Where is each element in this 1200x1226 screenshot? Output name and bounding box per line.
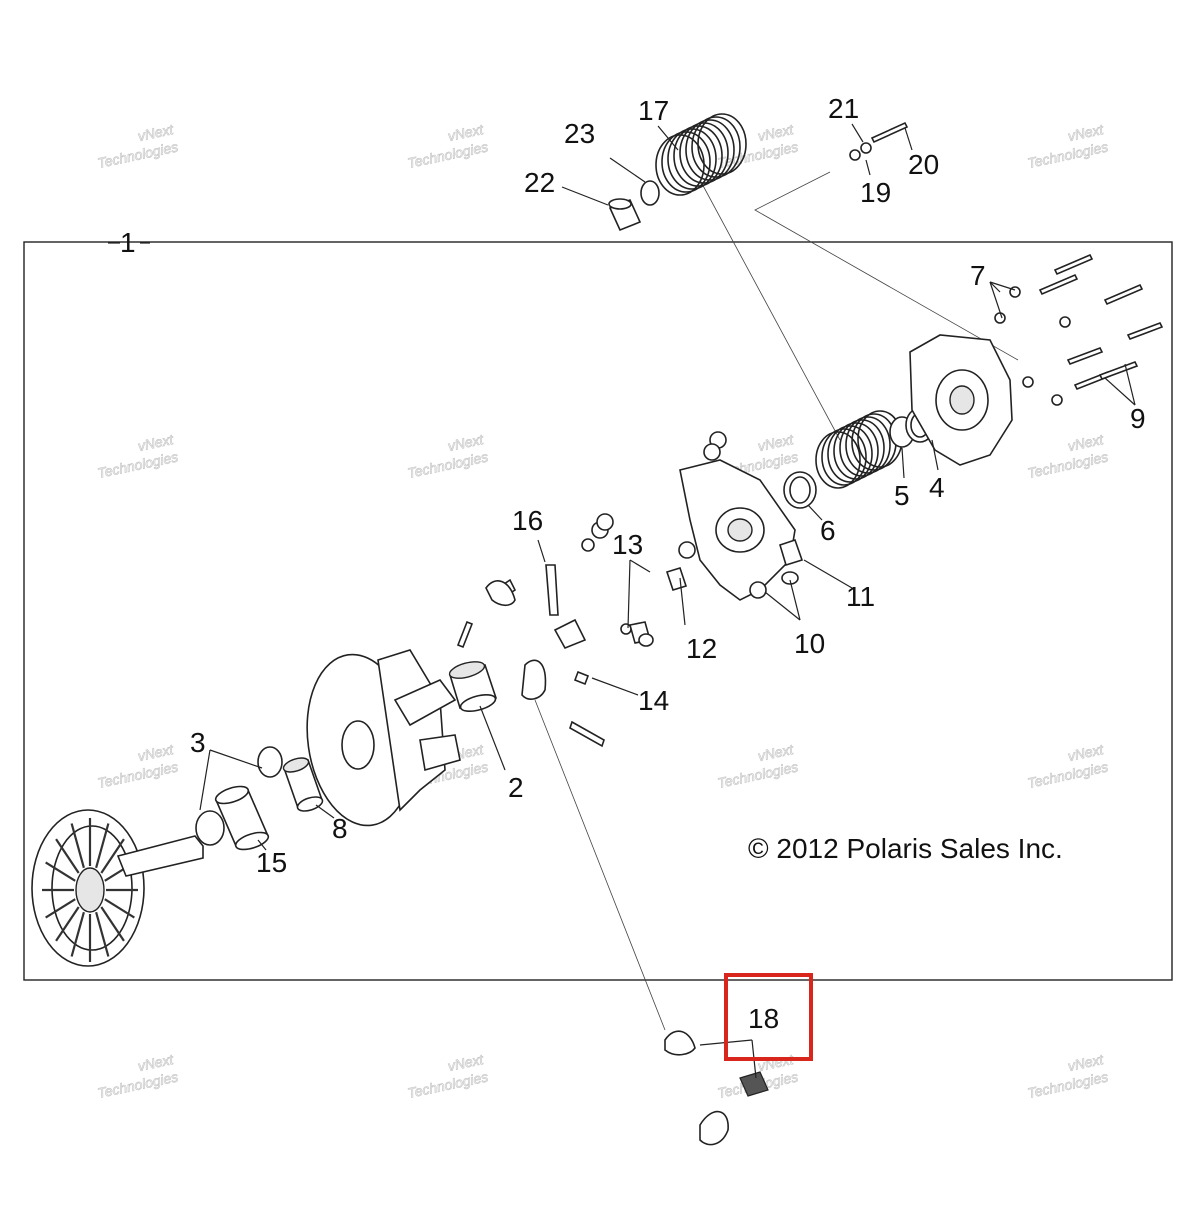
watermark-line2: Technologies — [1026, 138, 1110, 171]
alignment-lines — [534, 171, 1019, 1031]
spring-coil — [845, 416, 891, 474]
watermark-line2: Technologies — [406, 1068, 490, 1101]
sheave-fin — [45, 898, 76, 919]
spring-coil — [691, 116, 741, 178]
callout-2: 2 — [508, 772, 524, 803]
fixed-sheave — [31, 809, 204, 967]
sheave-fin — [70, 911, 85, 957]
callout-14: 14 — [638, 685, 669, 716]
ring-6 — [783, 471, 817, 509]
callout-4: 4 — [929, 472, 945, 503]
sheave-fin — [95, 823, 110, 869]
callout-5: 5 — [894, 480, 910, 511]
callout-8: 8 — [332, 813, 348, 844]
callout-18: 18 — [748, 1003, 779, 1034]
callout-1: 1 — [120, 227, 136, 258]
callout-13: 13 — [612, 529, 643, 560]
watermark-line2: Technologies — [406, 448, 490, 481]
washer-21 — [860, 142, 872, 154]
spring-coil — [833, 422, 879, 480]
ring-23 — [640, 180, 660, 206]
callout-10: 10 — [794, 628, 825, 659]
callout-12: 12 — [686, 633, 717, 664]
leader-lines — [108, 123, 1136, 1079]
bushing-15 — [214, 785, 270, 851]
sheave-fin — [100, 838, 125, 874]
watermark-line2: Technologies — [96, 138, 180, 171]
callout-3: 3 — [190, 727, 206, 758]
small-parts — [456, 431, 771, 748]
callout-23: 23 — [564, 118, 595, 149]
bolt-20 — [870, 121, 909, 144]
callout-11: 11 — [846, 581, 875, 612]
bushing-22 — [608, 198, 642, 232]
spring-coil — [815, 431, 861, 489]
callout-16: 16 — [512, 505, 543, 536]
bushing-2 — [448, 661, 498, 713]
watermark-line2: Technologies — [716, 758, 800, 791]
copyright-text: © 2012 Polaris Sales Inc. — [748, 833, 1063, 864]
callout-17: 17 — [638, 95, 669, 126]
watermark-line2: Technologies — [406, 138, 490, 171]
sheave-fin — [55, 906, 80, 942]
sheave-fin — [55, 838, 80, 874]
weights-18 — [664, 1030, 769, 1146]
highlight-box — [724, 973, 813, 1061]
watermark-line2: Technologies — [1026, 448, 1110, 481]
callout-21: 21 — [828, 93, 859, 124]
watermark-line2: Technologies — [96, 1068, 180, 1101]
spring-coil — [821, 428, 867, 486]
callout-7: 7 — [970, 260, 986, 291]
bolts-9 — [1038, 253, 1164, 391]
callout-20: 20 — [908, 149, 939, 180]
assembly-frame — [23, 241, 1173, 981]
sheave-fin — [95, 911, 110, 957]
watermark-line2: Technologies — [96, 758, 180, 791]
ring-3b — [257, 746, 283, 778]
bushing-8 — [282, 757, 324, 812]
sheave-fin — [104, 898, 135, 919]
watermark-line2: Technologies — [96, 448, 180, 481]
watermark-line2: Technologies — [1026, 758, 1110, 791]
moveable-sheave — [306, 649, 461, 827]
spider — [679, 459, 796, 601]
watermark-line2: Technologies — [1026, 1068, 1110, 1101]
sheave-fin — [45, 861, 76, 882]
spring-inner — [815, 410, 903, 489]
callout-22: 22 — [524, 167, 555, 198]
callout-19: 19 — [860, 177, 891, 208]
spring-coil — [839, 419, 885, 477]
spring-coil — [697, 113, 747, 175]
sheave-fin — [70, 823, 85, 869]
spring-coil — [685, 119, 735, 181]
sheave-fin — [100, 906, 125, 942]
spring-coil — [827, 425, 873, 483]
spring-17 — [655, 113, 747, 196]
callout-6: 6 — [820, 515, 836, 546]
cover — [909, 334, 1013, 466]
callout-15: 15 — [256, 847, 287, 878]
callout-9: 9 — [1130, 403, 1146, 434]
ring-3a — [195, 810, 225, 846]
callout-labels: 1 2 3 4 5 6 7 8 9 10 11 12 13 14 15 16 1… — [120, 93, 1146, 1034]
washer-19 — [849, 149, 861, 161]
pins-10-11 — [749, 538, 804, 599]
